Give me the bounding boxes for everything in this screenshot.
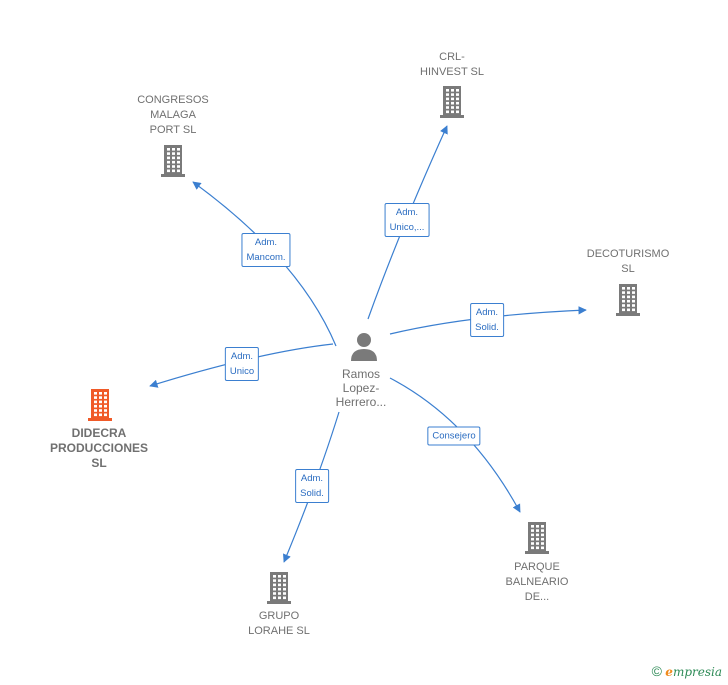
company-label-parque[interactable]: PARQUE BALNEARIO DE... [505, 561, 569, 603]
brand-logo: empresia [665, 665, 722, 679]
relation-label-decoturismo[interactable]: Adm. Solid. [470, 303, 504, 337]
company-label-didecra[interactable]: DIDECRA PRODUCCIONES SL [49, 426, 148, 470]
company-label-decoturismo[interactable]: DECOTURISMO SL [586, 248, 670, 275]
relation-label-grupo[interactable]: Adm. Solid. [295, 469, 329, 503]
footer-credit: © empresia [652, 663, 722, 679]
center-person-label: Ramos Lopez- Herrero... [335, 367, 387, 409]
building-icon-didecra[interactable] [88, 389, 112, 421]
building-icon-crl[interactable] [440, 86, 464, 118]
relation-label-crl[interactable]: Adm. Unico,... [384, 203, 430, 237]
center-person-node[interactable] [348, 330, 380, 364]
company-label-congresos[interactable]: CONGRESOS MALAGA PORT SL [137, 94, 209, 136]
building-icon-congresos[interactable] [161, 145, 185, 177]
company-label-grupo[interactable]: GRUPO LORAHE SL [248, 610, 310, 637]
relation-label-parque[interactable]: Consejero [427, 426, 481, 446]
relation-label-congresos[interactable]: Adm. Mancom. [241, 233, 291, 267]
relation-label-didecra[interactable]: Adm. Unico [224, 347, 260, 381]
person-icon [351, 333, 377, 361]
copyright-icon: © [651, 663, 662, 679]
building-icon-parque[interactable] [525, 522, 549, 554]
building-icon-grupo[interactable] [267, 572, 291, 604]
company-label-crl[interactable]: CRL- HINVEST SL [420, 51, 484, 78]
building-icon-decoturismo[interactable] [616, 284, 640, 316]
